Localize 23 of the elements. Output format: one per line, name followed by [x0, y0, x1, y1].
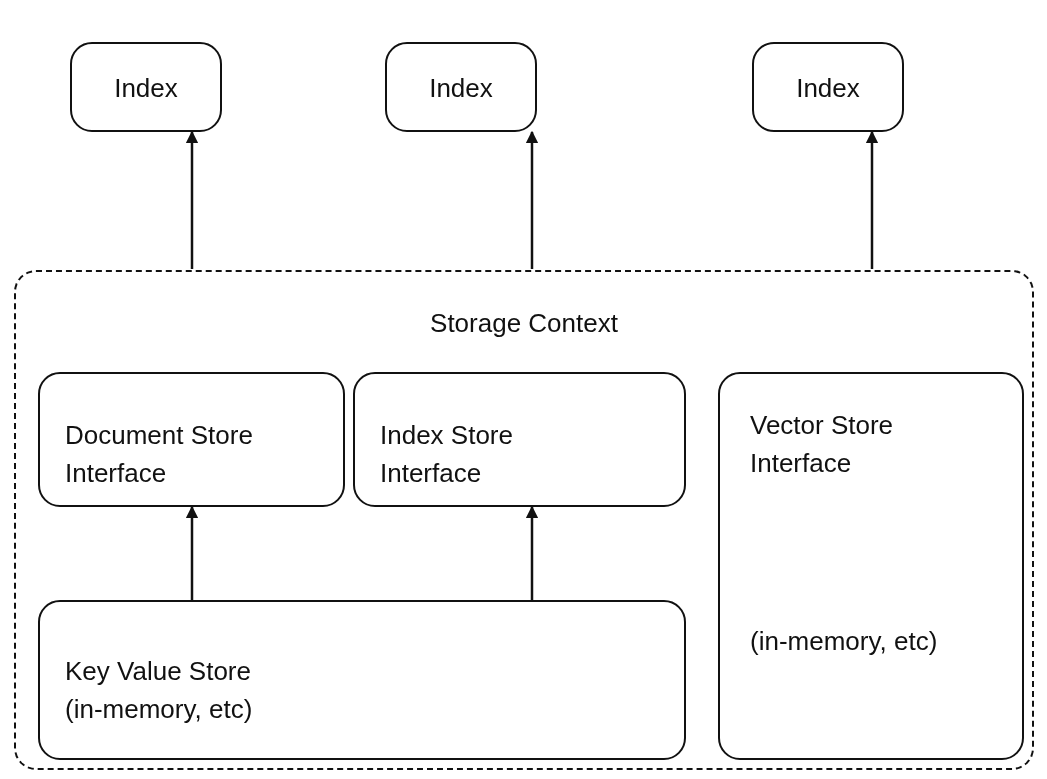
node-note: (in-memory, etc): [65, 693, 254, 726]
node-label: Storage Context: [429, 307, 619, 340]
node-label: Index Store Interface: [380, 419, 514, 490]
interface-box: [38, 372, 345, 507]
index-box: [70, 42, 222, 132]
node-label: Key Value Store: [65, 655, 252, 688]
storage-context-container: [14, 270, 1034, 770]
node-label: Document Store Interface: [65, 419, 254, 490]
index-box: [752, 42, 904, 132]
arrow: [525, 130, 539, 269]
node-label: Index: [795, 72, 861, 105]
node-note: (in-memory, etc): [750, 625, 939, 658]
arrow: [865, 130, 879, 269]
store-box: [38, 600, 686, 760]
arrow: [185, 130, 199, 269]
arrow: [525, 505, 539, 600]
interface-box: [353, 372, 686, 507]
interface-box: [718, 372, 1024, 760]
node-label: Index: [428, 72, 494, 105]
node-label: Vector Store Interface: [750, 409, 895, 480]
index-box: [385, 42, 537, 132]
arrow: [185, 505, 199, 600]
node-label: Index: [113, 72, 179, 105]
